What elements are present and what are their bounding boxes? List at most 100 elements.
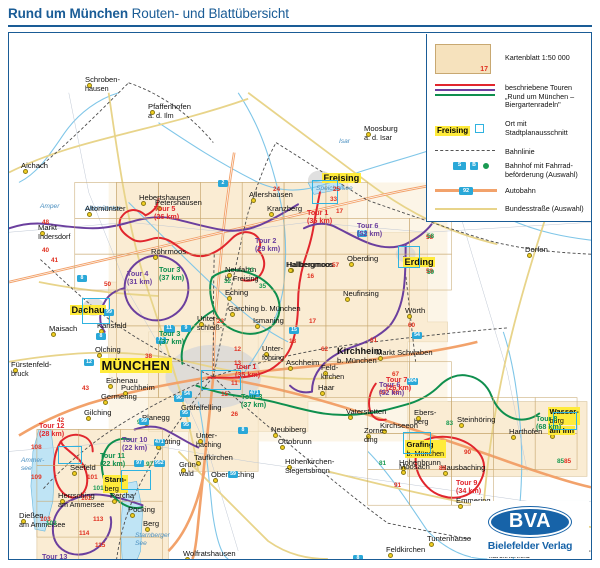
bva-logo-text: BVA <box>489 506 571 537</box>
sheet-number-green: 83 <box>446 420 454 427</box>
place-dot <box>366 434 371 439</box>
city-label: Planegg <box>142 413 170 422</box>
city-label: Oberding <box>347 254 379 263</box>
city-label: Vaterstetten <box>346 407 387 416</box>
place-dot <box>280 445 285 450</box>
city-label: Emmering <box>456 496 491 505</box>
place-dot <box>429 542 434 547</box>
place-dot <box>196 461 201 466</box>
city-label: Gilching <box>84 408 112 417</box>
place-dot <box>407 314 412 319</box>
place-dot <box>60 499 65 504</box>
city-label: Pöcking <box>128 505 156 514</box>
city-label: Fürstenfeld-bruck <box>11 360 52 378</box>
city-label: Ebers-berg <box>414 408 437 426</box>
header-rule <box>8 25 592 27</box>
city-label: Gauting <box>154 437 181 446</box>
sheet-number-green: 101 <box>93 485 104 492</box>
road-shield: 97 <box>134 460 144 467</box>
city-label-sub: berg <box>414 417 429 426</box>
water-label: Isar <box>339 138 350 145</box>
legend-row-tours: beschriebene Touren „Rund um München – B… <box>435 83 575 110</box>
city-label-sub: bruck <box>11 369 29 378</box>
place-dot <box>213 478 218 483</box>
legend-label-tours: beschriebene Touren „Rund um München – B… <box>505 83 575 110</box>
place-dot <box>86 416 91 421</box>
city-label: Karlsfeld <box>97 321 127 330</box>
road-shield: 54 <box>412 332 422 339</box>
publisher-logo: BVA Bielefelder Verlag <box>471 501 589 557</box>
sheet-number: 18 <box>289 338 297 345</box>
road-shield: 59 <box>228 471 238 478</box>
place-dot <box>287 465 292 470</box>
road-shield: 304 <box>407 378 418 385</box>
sheet-number: 12 <box>234 346 242 353</box>
place-dot <box>123 391 128 396</box>
sheet-number: 109 <box>31 474 42 481</box>
road-shield: 95 <box>181 422 191 429</box>
tour-label: Tour 12(28 km) <box>39 421 65 438</box>
city-label-sub: föhring <box>262 353 284 362</box>
road-shield: 9 <box>181 325 191 332</box>
city-label: Germering <box>101 392 137 401</box>
city-label: Berg <box>143 519 160 528</box>
sheet-number: 15 <box>221 391 229 398</box>
city-label: Wasser-burg <box>548 407 581 425</box>
road-shield: 8 <box>77 275 87 282</box>
place-dot <box>103 400 108 405</box>
place-dot <box>288 268 293 273</box>
road-shield: 96 <box>174 395 184 402</box>
city-inset-frame <box>58 446 82 464</box>
city-inset-frame <box>553 412 577 430</box>
station-bike-icon: S B <box>435 162 501 170</box>
page-title-main: Rund um München <box>8 6 128 21</box>
sheet-number: 41 <box>51 257 59 264</box>
tour-label: Tour 3(37 km) <box>159 329 185 346</box>
legend-row-sheet: 17 Kartenblatt 1:50 000 <box>435 44 570 74</box>
sheet-number: 13 <box>234 360 242 367</box>
tour-label: Tour 6(52 km) <box>379 380 405 397</box>
place-dot <box>150 110 155 115</box>
sheet-sample-number: 17 <box>480 66 488 73</box>
city-label-sub: Siegertsbrunn <box>285 466 330 475</box>
city-label: Hallbergmoos <box>286 260 333 269</box>
sheet-number: 26 <box>231 411 239 418</box>
tour-label: Tour 4(31 km) <box>127 269 153 286</box>
sheet-number: 58 <box>426 234 434 241</box>
city-label: Neufinsing <box>343 289 379 298</box>
city-label: Altomünster <box>85 204 126 213</box>
city-label: Höhenkirchen-Siegertsbrunn <box>285 457 335 475</box>
tour-distance: (52 km) <box>357 229 383 238</box>
tour-label: Tour 11(22 km) <box>100 451 126 468</box>
city-label: Haar <box>318 383 335 392</box>
city-label: Gräfelfelling <box>181 403 222 412</box>
city-label: Ismaning <box>253 316 284 325</box>
green-station-icon <box>482 162 490 170</box>
tour-distance: (22 km) <box>100 459 126 468</box>
road-shield: 8 <box>353 555 363 559</box>
city-inset-frame <box>403 432 431 454</box>
legend-label-sheet: Kartenblatt 1:50 000 <box>505 53 570 62</box>
sheet-number: 59 <box>426 268 434 275</box>
road-shield: 8 <box>238 427 248 434</box>
sheet-number: 57 <box>332 262 340 269</box>
city-label: Grün-wald <box>179 460 199 478</box>
city-label: MÜNCHEN <box>100 358 172 373</box>
place-dot <box>112 499 117 504</box>
city-inset-icon: Freising <box>435 120 501 138</box>
city-label: Petershausen <box>155 198 202 207</box>
legend-label-bundesstrasse: Bundesstraße (Auswahl) <box>505 204 584 213</box>
city-label-sub: b. München <box>337 356 377 365</box>
place-dot <box>264 352 269 357</box>
tour-distance: (37 km) <box>241 400 267 409</box>
place-dot <box>273 433 278 438</box>
sheet-number: 16 <box>307 273 315 280</box>
road-shield: 95 <box>180 410 190 417</box>
city-label: Markt Schwaben <box>376 348 433 357</box>
tour-routes-purple <box>9 203 433 556</box>
city-label: Unter-föhring <box>262 344 284 362</box>
